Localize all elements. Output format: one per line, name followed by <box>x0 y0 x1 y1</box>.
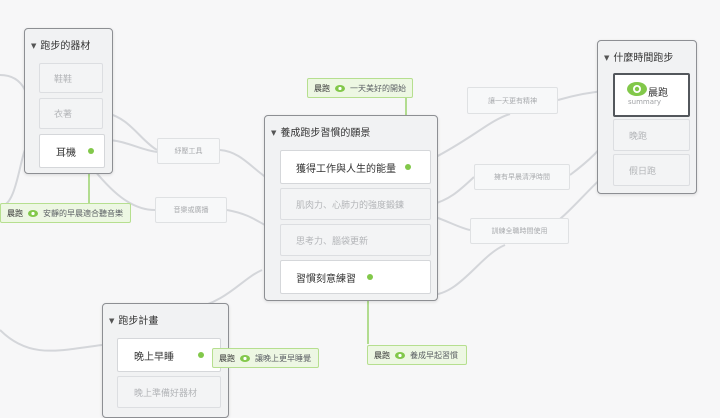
node-thinking[interactable]: 思考力、腦袋更新 <box>280 224 431 256</box>
node-morning-run[interactable] <box>613 73 690 117</box>
connector <box>0 329 103 352</box>
node-sleep-early[interactable]: 晚上早睡 <box>117 338 221 372</box>
connector <box>429 244 506 296</box>
node-earphones[interactable]: 耳機 <box>39 134 105 168</box>
connector <box>0 74 26 91</box>
node-evening-run[interactable]: 晚跑 <box>613 119 690 151</box>
group-title: ▼什麼時間跑步 <box>604 53 674 64</box>
selected-node-subtitle: summary <box>628 98 662 106</box>
badge-owner: 晨跑 <box>374 350 390 360</box>
eye-icon <box>395 351 405 359</box>
group-title: ▼跑步的器材 <box>31 41 91 52</box>
node-prepare-equipment[interactable]: 晚上準備好器材 <box>117 376 221 408</box>
floating-node-shared-time[interactable]: 訓練全職時間使用 <box>470 218 569 244</box>
badge-owner: 晨跑 <box>7 208 23 218</box>
badge-good-start[interactable]: 晨跑 一天美好的開始 <box>307 78 413 98</box>
eye-icon <box>335 84 345 92</box>
chevron-down-icon[interactable]: ▼ <box>271 129 277 137</box>
node-fitness[interactable]: 肌肉力、心肺力的強度鍛鍊 <box>280 188 431 220</box>
badge-early-sleep[interactable]: 晨跑 讓晚上更早睡覺 <box>212 348 319 368</box>
connector <box>105 139 158 153</box>
badge-early-habit[interactable]: 晨跑 養成早起習慣 <box>367 345 467 365</box>
connector <box>429 113 511 161</box>
chevron-down-icon[interactable]: ▼ <box>31 42 37 50</box>
connector <box>0 149 26 207</box>
chevron-down-icon[interactable]: ▼ <box>109 317 115 325</box>
badge-owner: 晨跑 <box>314 83 330 93</box>
link-dot[interactable] <box>88 148 94 154</box>
selected-node-title: 晨跑 <box>648 88 668 99</box>
link-dot[interactable] <box>405 164 411 170</box>
group-habit-vision[interactable]: ▼養成跑步習慣的願景 獲得工作與人生的能量 肌肉力、心肺力的強度鍛鍊 思考力、腦… <box>264 115 438 301</box>
link-dot[interactable] <box>198 352 204 358</box>
floating-node-tools[interactable]: 紓壓工具 <box>157 138 220 164</box>
link-dot[interactable] <box>367 274 373 280</box>
group-when-to-run[interactable]: ▼什麼時間跑步 晚跑 假日跑 <box>597 40 697 194</box>
group-running-plan[interactable]: ▼跑步計畫 晚上早睡 晚上準備好器材 <box>102 303 229 418</box>
floating-node-playlist[interactable]: 音樂或廣播 <box>155 197 227 223</box>
badge-text: 安靜的早晨適合聽音樂 <box>43 208 123 218</box>
eye-icon <box>627 82 647 96</box>
chevron-down-icon[interactable]: ▼ <box>604 54 610 62</box>
group-equipment[interactable]: ▼跑步的器材 鞋鞋 衣著 耳機 <box>24 28 113 174</box>
floating-node-good-day[interactable]: 讓一天更有精神 <box>467 87 558 114</box>
badge-text: 讓晚上更早睡覺 <box>255 353 311 363</box>
eye-icon <box>28 209 38 217</box>
badge-text: 一天美好的開始 <box>350 83 406 93</box>
group-title: ▼跑步計畫 <box>109 316 159 327</box>
group-title: ▼養成跑步習慣的願景 <box>271 128 371 139</box>
badge-text: 養成早起習慣 <box>410 350 458 360</box>
eye-icon <box>240 354 250 362</box>
floating-node-morning-time[interactable]: 擁有早晨清淨時間 <box>474 164 570 190</box>
badge-quiet-music[interactable]: 晨跑 安靜的早晨適合聽音樂 <box>0 203 131 223</box>
node-shoes[interactable]: 鞋鞋 <box>39 63 103 93</box>
node-clothes[interactable]: 衣著 <box>39 98 103 129</box>
badge-owner: 晨跑 <box>219 353 235 363</box>
node-energy[interactable]: 獲得工作與人生的能量 <box>280 150 431 184</box>
node-holiday-run[interactable]: 假日跑 <box>613 154 690 186</box>
node-deliberate-practice[interactable]: 習慣刻意練習 <box>280 260 431 294</box>
